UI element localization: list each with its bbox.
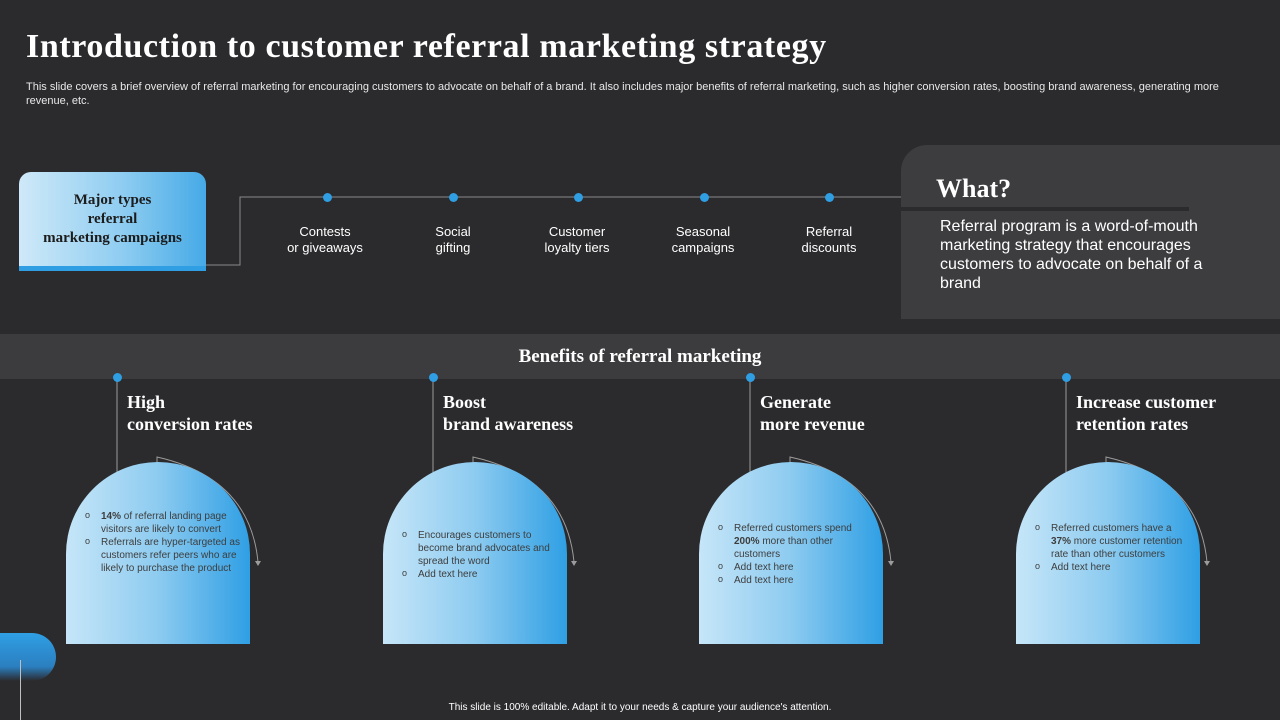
- what-panel: [901, 145, 1280, 319]
- benefit-title-awareness: Boost brand awareness: [443, 392, 574, 434]
- bullet-text: Referred customers spend: [734, 523, 852, 534]
- benefits-band: [0, 334, 1280, 379]
- benefit-bullets: Referred customers spend 200% more than …: [717, 521, 876, 587]
- footer-note: This slide is 100% editable. Adapt it to…: [448, 702, 832, 713]
- type-dot-3: [574, 193, 583, 202]
- bullet-text: Add text here: [418, 569, 478, 580]
- benefit-bullets: Referred customers have a 37% more custo…: [1034, 521, 1193, 574]
- bullet-text: more than other customers: [734, 536, 833, 560]
- type-dot-5: [825, 193, 834, 202]
- type-dot-4: [700, 193, 709, 202]
- benefit-dot-3: [746, 373, 755, 382]
- benefit-dot-4: [1062, 373, 1071, 382]
- bullet-text: Referred customers have a: [1051, 523, 1172, 534]
- type-dot-1: [323, 193, 332, 202]
- benefit-title-retention: Increase customer retention rates: [1076, 392, 1217, 434]
- types-box: Major types referral marketing campaigns: [19, 172, 206, 266]
- what-title: What?: [936, 174, 1012, 203]
- benefit-dot-2: [429, 373, 438, 382]
- benefit-card-awareness: Encourages customers to become brand adv…: [383, 462, 567, 644]
- bullet-text: 200%: [734, 536, 760, 547]
- benefit-bullet: Add text here: [718, 560, 876, 574]
- bullet-text: 14%: [101, 511, 122, 522]
- what-divider: [901, 207, 1189, 211]
- bullet-text: 37%: [1051, 536, 1072, 547]
- type-label-seasonal: Seasonal campaigns: [671, 224, 735, 255]
- benefit-bullet: 14% of referral landing page visitors ar…: [85, 509, 243, 536]
- bullet-text: Add text here: [734, 562, 794, 573]
- benefit-bullet: Referrals are hyper-targeted as customer…: [85, 535, 243, 575]
- benefit-bullet: Add text here: [402, 567, 560, 581]
- type-label-contests: Contests or giveaways: [287, 224, 363, 255]
- bullet-text: of referral landing page visitors are li…: [101, 511, 227, 535]
- benefit-title-conversion: High conversion rates: [127, 392, 253, 434]
- benefit-title-revenue: Generate more revenue: [760, 392, 865, 434]
- arrow-head-1: [255, 561, 261, 566]
- benefit-card-conversion: 14% of referral landing page visitors ar…: [66, 462, 250, 644]
- arrow-head-3: [888, 561, 894, 566]
- corner-accent: [0, 633, 56, 681]
- benefit-card-retention: Referred customers have a 37% more custo…: [1016, 462, 1200, 644]
- bullet-text: Add text here: [734, 575, 794, 586]
- corner-line: [20, 660, 21, 720]
- benefit-card-revenue: Referred customers spend 200% more than …: [699, 462, 883, 644]
- page-title: Introduction to customer referral market…: [26, 28, 827, 65]
- benefit-bullets: Encourages customers to become brand adv…: [401, 528, 560, 581]
- types-box-label: Major types referral marketing campaigns: [43, 191, 182, 246]
- benefit-bullets: 14% of referral landing page visitors ar…: [84, 509, 243, 575]
- type-label-loyalty-tiers: Customer loyalty tiers: [544, 224, 610, 255]
- arrow-head-4: [1204, 561, 1210, 566]
- what-text: Referral program is a word-of-mouth mark…: [940, 218, 1203, 292]
- bullet-text: Referrals are hyper-targeted as customer…: [101, 537, 240, 574]
- types-box-underline: [19, 266, 206, 271]
- benefit-bullet: Referred customers spend 200% more than …: [718, 521, 876, 561]
- type-label-social-gifting: Social gifting: [435, 224, 471, 255]
- benefit-dot-1: [113, 373, 122, 382]
- benefit-bullet: Encourages customers to become brand adv…: [402, 528, 560, 568]
- bullet-text: Encourages customers to become brand adv…: [418, 530, 550, 567]
- benefits-title: Benefits of referral marketing: [518, 346, 762, 367]
- type-label-referral-discounts: Referral discounts: [801, 224, 857, 255]
- bullet-text: more customer retention rate than other …: [1051, 536, 1183, 560]
- benefit-bullet: Add text here: [1035, 560, 1193, 574]
- page-subtitle: This slide covers a brief overview of re…: [26, 81, 1219, 107]
- benefit-bullet: Referred customers have a 37% more custo…: [1035, 521, 1193, 561]
- benefit-bullet: Add text here: [718, 573, 876, 587]
- bullet-text: Add text here: [1051, 562, 1111, 573]
- type-dot-2: [449, 193, 458, 202]
- arrow-head-2: [571, 561, 577, 566]
